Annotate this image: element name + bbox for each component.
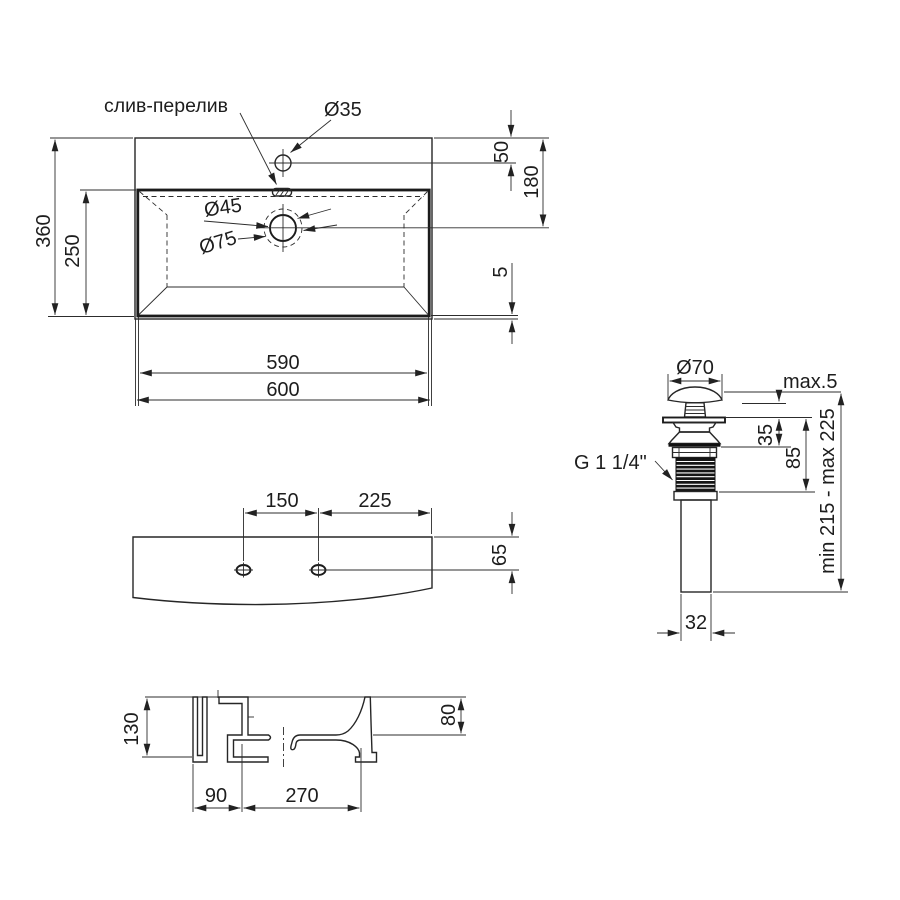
basin-front-wall-section (290, 696, 378, 763)
dim-225-text: 225 (358, 490, 391, 512)
tailpipe-collar (673, 490, 718, 501)
sink-outer-outline (134, 137, 433, 320)
dim-85-text: 85 (783, 447, 805, 469)
popup-cap (667, 386, 723, 404)
faucet-dia-leader (290, 119, 332, 153)
thread-leader (654, 460, 673, 481)
drain-upper-body (671, 421, 718, 433)
drain-dia75-leader-opposite (303, 224, 338, 232)
section-view: 130 80 90 270 (121, 690, 466, 812)
overflow-leader-line (239, 112, 277, 185)
locknut (671, 446, 718, 459)
cap-stem (683, 402, 707, 418)
mounting-hole-left (234, 562, 253, 578)
dim-360-text: 360 (33, 214, 55, 247)
dim-250-text: 250 (62, 234, 84, 267)
drain-dia45-label: Ø45 (203, 194, 244, 221)
basin-rim-outline (136, 188, 431, 318)
top-view: слив-перелив Ø35 Ø45 Ø75 50 180 5 360 25… (33, 95, 549, 406)
gasket-seal-band (668, 443, 721, 447)
dim-130-text: 130 (121, 712, 143, 745)
dim-35-text: 35 (755, 424, 777, 446)
overflow-label: слив-перелив (104, 95, 228, 117)
dim-270-text: 270 (285, 785, 318, 807)
dim-215-225-text: min 215 - max 225 (817, 408, 839, 574)
mounting-hole-right (309, 562, 328, 578)
drain-dia75-leader (237, 234, 266, 241)
basin-corner-edge (139, 191, 168, 216)
dim-32-text: 32 (685, 612, 707, 634)
rear-wall-channel-section (192, 696, 208, 763)
dim-70-text: Ø70 (676, 357, 714, 379)
dim-590-text: 590 (266, 352, 299, 374)
basin-corner-edge (403, 286, 429, 315)
dim-65-text: 65 (489, 544, 511, 566)
rear-outline (132, 536, 433, 606)
dim-90-text: 90 (205, 785, 227, 807)
basin-corner-edge (138, 286, 168, 315)
rear-view: 150 225 65 (132, 490, 519, 606)
dim-50-text: 50 (491, 141, 513, 163)
drain-dia75-label: Ø75 (197, 227, 240, 259)
dim-600-text: 600 (266, 379, 299, 401)
dim-180-text: 180 (521, 165, 543, 198)
drain-dia45-leader (203, 220, 269, 229)
drain-assembly: Ø70 max.5 35 85 min 215 - max 225 G 1 1/… (574, 357, 848, 641)
drain-dia45-leader-opposite (297, 208, 332, 219)
faucet-dia-label: Ø35 (324, 99, 362, 121)
drain-flange (662, 416, 726, 424)
dim-5-text: 5 (490, 266, 512, 277)
thread-size-label: G 1 1/4" (574, 452, 647, 474)
threaded-body (675, 457, 716, 492)
basin-corner-edge (403, 191, 428, 216)
overflow-slot (271, 187, 293, 197)
dim-80-text: 80 (438, 704, 460, 726)
dim-150-text: 150 (265, 490, 298, 512)
dim-max5-text: max.5 (783, 371, 837, 393)
tailpipe (680, 499, 712, 593)
cone-gasket (667, 431, 722, 445)
hook-ledge-section (218, 696, 272, 763)
